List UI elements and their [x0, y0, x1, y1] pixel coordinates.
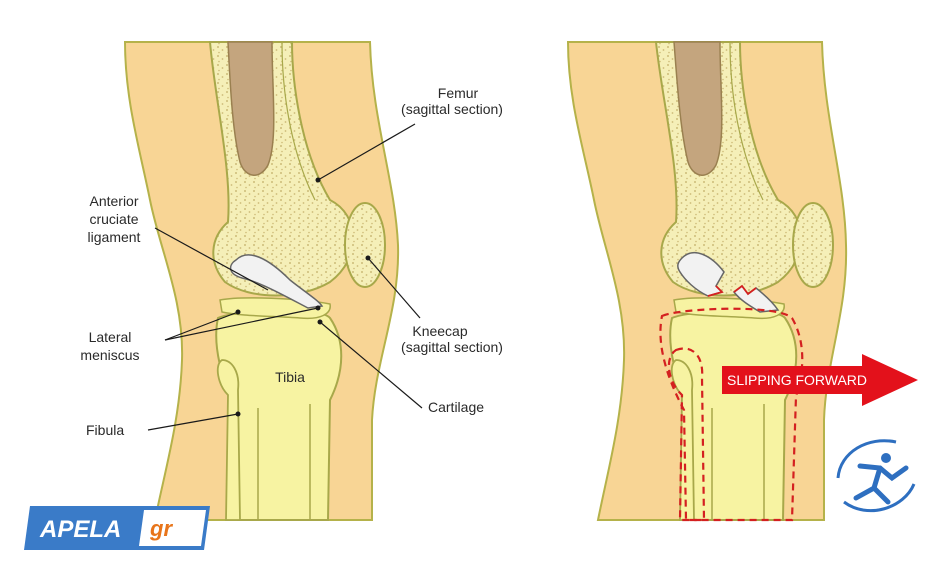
acl-label-line3: ligament [88, 229, 141, 245]
fibula [216, 359, 241, 521]
kneecap [344, 202, 386, 288]
apela-logo: APELA gr [24, 506, 210, 550]
displacement-outline-tibia [659, 307, 804, 522]
runner-logo [836, 439, 916, 513]
fibula-label: Fibula [86, 422, 124, 438]
torn-ligament-lower [732, 284, 780, 313]
torn-ligament-upper [677, 252, 725, 297]
displacement-outline-fibula [667, 347, 706, 522]
femur-label: Femur [438, 85, 479, 101]
acl-label-line1: Anterior [89, 193, 138, 209]
anterior-cruciate-ligament [229, 254, 324, 309]
kneecap [792, 202, 834, 288]
right-knee: SLIPPING FORWARD [566, 41, 918, 522]
bone-marrow [673, 41, 723, 176]
meniscus-label-line1: Lateral [89, 329, 132, 345]
bone-marrow [227, 41, 275, 176]
kneecap-sublabel: (sagittal section) [401, 339, 503, 355]
leader-lines [147, 123, 423, 431]
logo-brand: APELA [39, 516, 121, 543]
slipping-forward-label: SLIPPING FORWARD [727, 372, 867, 388]
tibia-label: Tibia [275, 369, 305, 385]
kneecap-label: Kneecap [412, 323, 467, 339]
meniscus-label-line2: meniscus [80, 347, 139, 363]
slipping-forward-arrow [722, 354, 918, 406]
acl-label-line2: cruciate [89, 211, 138, 227]
cartilage-label: Cartilage [428, 399, 484, 415]
femur-sublabel: (sagittal section) [401, 101, 503, 117]
logo-suffix: gr [149, 516, 173, 541]
left-knee: Femur (sagittal section) Anterior crucia… [80, 41, 503, 521]
